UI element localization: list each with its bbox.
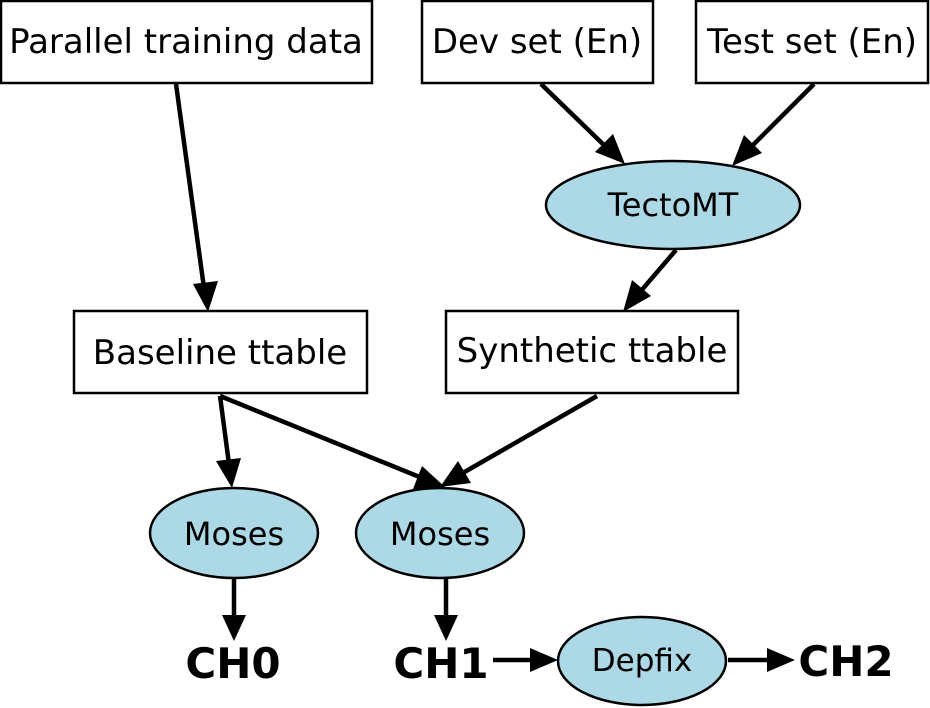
node-moses-combined: Moses [354,486,526,580]
node-test-set: Test set (En) [694,0,930,85]
edge-dev-to-tectomt [539,82,625,164]
node-parallel-training-data: Parallel training data [0,0,374,85]
edge-moses-left-to-ch0 [222,578,246,641]
node-label: Parallel training data [9,22,363,62]
node-ellipse [544,159,802,251]
node-moses-baseline: Moses [148,486,320,580]
output-ch0: CH0 [185,639,280,688]
output-ch2: CH2 [798,637,893,686]
node-label: Dev set (En) [432,22,642,62]
node-label: Baseline ttable [93,333,347,373]
edge-test-to-tectomt [732,82,816,166]
node-label: Test set (En) [706,22,917,62]
edge-baseline-to-moses-right [219,393,445,489]
node-tectomt: TectoMT [544,159,802,251]
edge-synthetic-to-moses-right [440,394,599,487]
node-label: TectoMT [607,186,739,224]
edge-moses-right-to-ch1 [434,578,458,641]
node-dev-set: Dev set (En) [420,0,655,85]
node-box [72,309,369,395]
output-ch1: CH1 [393,639,488,688]
edge-depfix-to-ch2 [728,648,795,672]
node-box [0,0,374,85]
node-baseline-ttable: Baseline ttable [72,309,369,395]
node-ellipse [556,615,728,707]
node-label: Moses [390,515,490,553]
node-label: Moses [184,515,284,553]
node-box [420,0,655,85]
edge-ch1-to-depfix [493,648,558,672]
node-box [444,309,740,395]
edge-baseline-to-moses-left [216,395,241,488]
node-label: Synthetic ttable [457,331,728,371]
node-box [694,0,930,85]
node-depfix: Depfix [556,615,728,707]
node-label: Depfix [592,643,693,679]
node-synthetic-ttable: Synthetic ttable [444,309,740,395]
node-ellipse [354,486,526,580]
node-ellipse [148,486,320,580]
edge-tectomt-to-synthetic [623,248,678,312]
edge-parallel-to-baseline [173,83,218,312]
edges [173,82,816,672]
